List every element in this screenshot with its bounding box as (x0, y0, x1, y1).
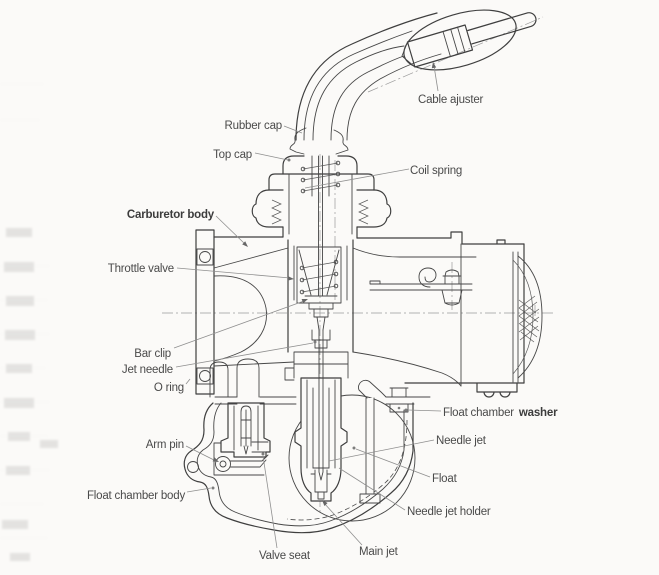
float-valve-needle (240, 405, 252, 455)
needle-jet-part (312, 387, 330, 469)
top-cap-assembly (251, 127, 392, 297)
coil-spring-lower (299, 259, 339, 295)
label-float-chamber-washer-part1: Float chamber (443, 407, 514, 419)
label-valve-seat: Valve seat (259, 550, 311, 562)
label-coil-spring: Coil spring (410, 165, 462, 177)
carburetor-body-part (195, 229, 525, 413)
label-arm-pin: Arm pin (146, 439, 184, 451)
label-float-chamber-washer: Float chamber washer (443, 407, 558, 419)
label-throttle-valve: Throttle valve (108, 263, 174, 275)
page-bleed-through (0, 83, 58, 561)
coil-spring-part (300, 160, 341, 194)
float-chamber-bowl (183, 402, 414, 534)
rubber-cap-part (289, 127, 349, 155)
main-jet-part (310, 467, 332, 500)
throttle-valve-part (296, 246, 342, 481)
cable-end (467, 12, 537, 45)
float-valve-assembly (213, 402, 271, 476)
float-chamber-washer-part (389, 387, 409, 413)
bar-clip-part (304, 295, 338, 318)
centerlines (162, 16, 556, 512)
cable-clamp-screw (369, 267, 473, 306)
cable-adjuster-part (401, 24, 474, 68)
label-needle-jet-holder: Needle jet holder (407, 506, 491, 518)
label-o-ring: O ring (154, 382, 184, 394)
adjuster-housing (403, 9, 517, 71)
label-main-jet: Main jet (359, 546, 399, 558)
overflow-pipe (359, 397, 381, 504)
label-jet-needle: Jet needle (122, 364, 173, 376)
label-float-chamber-body: Float chamber body (87, 490, 185, 502)
label-bar-clip: Bar clip (134, 348, 171, 360)
leader-lines (173, 62, 442, 549)
thread-hatch-right (358, 199, 369, 225)
label-cable-ajuster: Cable ajuster (418, 94, 484, 106)
mounting-ear-hole (187, 461, 199, 473)
label-float: Float (432, 473, 458, 485)
screen-hatch (518, 295, 540, 343)
part-labels: Cable ajuster Rubber cap Top cap Coil sp… (87, 94, 558, 562)
intake-bell (460, 243, 543, 387)
cable-assembly (295, 9, 537, 141)
label-carburetor-body: Carburetor body (127, 209, 215, 221)
label-top-cap: Top cap (213, 149, 252, 161)
arm-pin-part (215, 456, 231, 472)
float-part (288, 394, 416, 522)
jet-needle-part (311, 316, 331, 481)
inner-cable (318, 155, 323, 297)
label-needle-jet: Needle jet (436, 435, 487, 447)
valve-seat-part (251, 441, 269, 453)
o-ring-part (196, 367, 214, 385)
label-rubber-cap: Rubber cap (225, 120, 282, 132)
thread-hatch-left (271, 199, 282, 225)
needle-jet-holder-part (294, 377, 348, 502)
label-float-chamber-washer-part2: washer (518, 407, 558, 419)
